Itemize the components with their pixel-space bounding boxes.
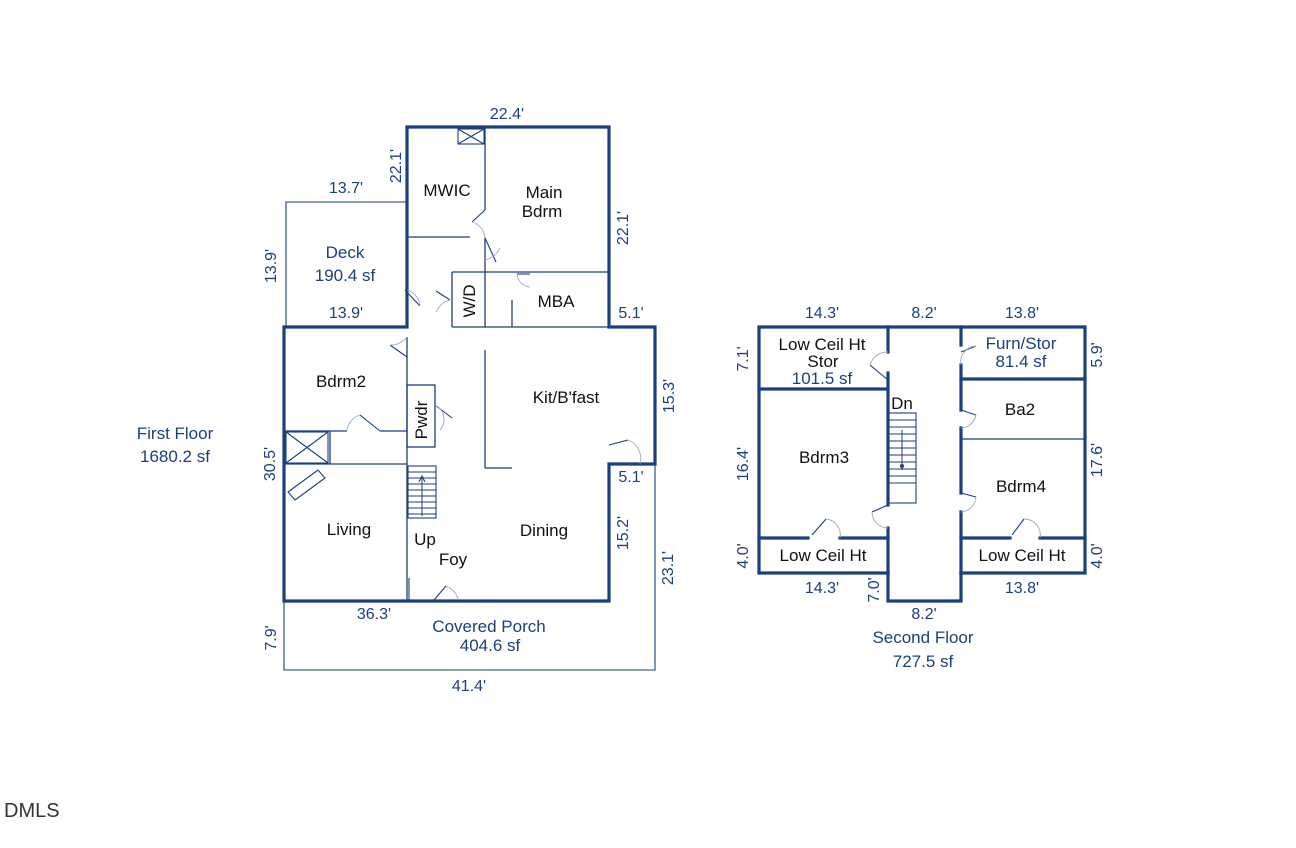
room-bdrm2: Bdrm2 xyxy=(316,372,366,391)
first-floor-interior-walls xyxy=(284,127,609,600)
room-mba: MBA xyxy=(538,292,576,311)
dim-2f-bot-left: 14.3' xyxy=(805,580,839,597)
dim-kit-right: 15.3' xyxy=(661,379,678,413)
second-floor-right-wall xyxy=(959,325,1087,575)
room-covered-porch-area: 404.6 sf xyxy=(460,636,521,655)
dim-2f-top-left: 14.3' xyxy=(805,305,839,322)
dim-dining-right: 15.2' xyxy=(615,516,632,550)
dim-left: 30.5' xyxy=(262,447,279,481)
first-floor-exterior-wall xyxy=(282,125,657,603)
second-floor-stairs xyxy=(887,412,917,504)
dim-bottom: 41.4' xyxy=(452,678,486,695)
dim-2f-bot-mid-v: 7.0' xyxy=(866,577,883,602)
room-pwdr: Pwdr xyxy=(412,400,431,439)
stairs-up-label: Up xyxy=(414,530,436,549)
room-bdrm4: Bdrm4 xyxy=(996,477,1046,496)
room-foyer: Foy xyxy=(439,550,468,569)
room-mwic: MWIC xyxy=(423,181,470,200)
dim-2f-top-mid: 8.2' xyxy=(911,305,936,322)
room-covered-porch: Covered Porch xyxy=(432,617,545,636)
dim-mwic-left: 22.1' xyxy=(388,149,405,183)
dim-2f-bot-right: 13.8' xyxy=(1005,580,1039,597)
first-floor-doors xyxy=(346,209,642,601)
dim-2f-left-mid: 16.4' xyxy=(735,447,752,481)
first-floor-stairs xyxy=(407,465,437,519)
room-furn-stor: Furn/Stor xyxy=(986,334,1057,353)
room-dining: Dining xyxy=(520,521,568,540)
room-low-ceil-right: Low Ceil Ht xyxy=(979,546,1066,565)
room-main-bdrm-line2: Bdrm xyxy=(522,202,563,221)
first-floor-area: 1680.2 sf xyxy=(140,447,210,466)
room-ba2: Ba2 xyxy=(1005,400,1035,419)
room-wd: W/D xyxy=(460,284,479,317)
room-deck-area: 190.4 sf xyxy=(315,266,376,285)
dim-mba-right: 5.1' xyxy=(618,305,643,322)
room-bdrm3: Bdrm3 xyxy=(799,448,849,467)
dim-deck-top: 13.7' xyxy=(329,180,363,197)
second-floor-left-wall xyxy=(757,325,890,575)
stairs-down-label: Dn xyxy=(891,394,913,413)
room-deck: Deck xyxy=(326,243,365,262)
dim-porch-top: 36.3' xyxy=(357,606,391,623)
dim-2f-left-bot: 4.0' xyxy=(735,543,752,568)
room-main-bdrm-line1: Main xyxy=(526,183,563,202)
second-floor-doors xyxy=(811,345,1041,539)
dim-2f-bot-mid: 8.2' xyxy=(911,606,936,623)
porch-outline xyxy=(283,464,656,671)
dim-2f-right-top: 5.9' xyxy=(1089,342,1106,367)
room-low-ceil-stor-line1: Low Ceil Ht xyxy=(779,335,866,354)
dim-deck-bottom: 13.9' xyxy=(329,305,363,322)
second-floor-hall-bottom xyxy=(886,571,963,603)
second-floor-area: 727.5 sf xyxy=(893,652,954,671)
dim-top: 22.4' xyxy=(490,106,524,123)
dim-2f-top-right: 13.8' xyxy=(1005,305,1039,322)
dmls-logo: DMLS xyxy=(4,800,60,822)
dim-2f-right-mid: 17.6' xyxy=(1089,443,1106,477)
room-low-ceil-stor-line2: Stor xyxy=(807,352,839,371)
room-living: Living xyxy=(327,520,371,539)
dim-porch-left: 7.9' xyxy=(263,625,280,650)
first-floor-label: First Floor xyxy=(137,424,214,443)
dim-2f-left-top: 7.1' xyxy=(735,346,752,371)
second-floor-label: Second Floor xyxy=(872,628,973,647)
dim-porch-right: 23.1' xyxy=(660,551,677,585)
dim-jog: 5.1' xyxy=(618,469,643,486)
room-low-ceil-stor-area: 101.5 sf xyxy=(792,369,853,388)
dim-2f-right-bot: 4.0' xyxy=(1089,543,1106,568)
room-low-ceil-left: Low Ceil Ht xyxy=(780,546,867,565)
deck-outline xyxy=(285,201,407,327)
dim-deck-left: 13.9' xyxy=(263,249,280,283)
dim-main-right: 22.1' xyxy=(615,211,632,245)
closet-marks xyxy=(285,128,485,501)
room-furn-stor-area: 81.4 sf xyxy=(995,352,1046,371)
first-floor-plan xyxy=(282,125,657,671)
room-kit-bfast: Kit/B'fast xyxy=(533,388,600,407)
second-floor-plan xyxy=(757,325,1087,603)
